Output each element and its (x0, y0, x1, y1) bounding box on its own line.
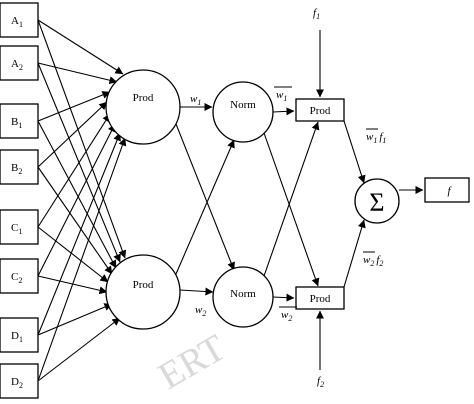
prod-box-label-top: Prod (310, 105, 331, 117)
normalized-weight-w2-text: w2 (281, 309, 292, 323)
edge-prod-bottom-to-norm-top (175, 139, 235, 275)
input-box (0, 363, 39, 399)
prod-circle-bottom (105, 254, 181, 330)
input-box (0, 2, 39, 38)
edge-input-to-prod-top (37, 113, 111, 228)
sum-circle (354, 178, 400, 224)
sum-symbol: Σ (369, 188, 384, 217)
input-node-b2: B2 (0, 149, 39, 185)
input-label: C1 (11, 222, 22, 236)
input-label: A1 (11, 15, 23, 29)
edge-input-to-prod-top (37, 62, 118, 85)
edge-prodbox-bottom-to-sum (343, 219, 366, 288)
consequent-f2-label: f2 (317, 375, 324, 389)
edge-input-to-prod-top (37, 91, 111, 122)
input-box (0, 209, 39, 245)
edge-input-to-prod-top (37, 19, 124, 75)
prod-box-top (295, 98, 345, 122)
edge-input-to-prod-top (37, 123, 116, 277)
output-node: f (424, 177, 470, 203)
input-box (0, 258, 39, 294)
input-label: D1 (11, 330, 23, 344)
input-box (0, 149, 39, 185)
edge-norm-bottom-to-prodbox-top (263, 121, 320, 277)
edge-input-to-prod-bottom (37, 226, 109, 283)
prod-label-top: Prod (133, 92, 154, 104)
input-box (0, 45, 39, 81)
normalized-weight-w1-text: w1 (276, 89, 287, 103)
edge-input-to-prod-top (37, 137, 127, 382)
layer2-bottom-node: Prod (105, 254, 181, 330)
layer3-bottom-node: Norm (212, 266, 274, 328)
prod-circle-top (105, 69, 181, 145)
input-node-c2: C2 (0, 258, 39, 294)
norm-circle-bottom (212, 266, 274, 328)
layer4-top-node: Prod (295, 98, 345, 122)
weight-w1-label: w1 (190, 93, 201, 107)
layer4-bottom-node: Prod (295, 286, 345, 310)
input-label: A2 (11, 58, 23, 72)
edge-prod-bottom-to-norm-bottom (179, 287, 214, 296)
edge-prodbox-top-to-sum (343, 120, 366, 184)
watermark-text: ERT (152, 327, 233, 398)
edge-norm-top-to-prodbox-bottom (263, 132, 320, 287)
input-node-c1: C1 (0, 209, 39, 245)
input-label: B2 (11, 162, 22, 176)
edge-input-to-prod-bottom (37, 19, 127, 259)
consequent-f1-label: f1 (313, 7, 320, 21)
input-box (0, 103, 39, 139)
input-node-a1: A1 (0, 2, 39, 38)
output-label: f (447, 185, 452, 197)
norm-label-top: Norm (230, 99, 256, 111)
prod-box-label-bottom: Prod (310, 293, 331, 305)
edge-input-to-prod-bottom (37, 303, 113, 336)
connections (37, 19, 424, 382)
input-node-b1: B1 (0, 103, 39, 139)
edge-norm-bottom-to-prodbox-bottom (272, 293, 295, 302)
edge-input-to-prod-top (37, 132, 121, 336)
input-node-a2: A2 (0, 45, 39, 81)
edge-prod-top-to-norm-bottom (175, 123, 235, 271)
input-label: C2 (11, 271, 22, 285)
norm-circle-top (212, 81, 274, 143)
normalized-weight-w1-label: w1 (274, 86, 292, 103)
normalized-weight-w2-label: w2 (279, 306, 297, 323)
input-node-d2: D2 (0, 363, 39, 399)
prod-box-bottom (295, 286, 345, 310)
input-label: D2 (11, 376, 23, 390)
sum-node: Σ (354, 178, 400, 224)
edge-input-to-prod-bottom (37, 120, 117, 269)
prod-label-bottom: Prod (133, 279, 154, 291)
edge-norm-top-to-prodbox-top (272, 107, 295, 116)
output-box (424, 177, 470, 203)
layer2-top-node: Prod (105, 69, 181, 145)
edge-input-to-prod-bottom (37, 317, 121, 382)
input-node-d1: D1 (0, 317, 39, 353)
edge-input-to-prod-top (37, 101, 108, 168)
weight-w2-label: w2 (195, 304, 206, 318)
layer3-top-node: Norm (212, 81, 274, 143)
input-box (0, 317, 39, 353)
edge-input-to-prod-bottom (37, 166, 113, 275)
input-label: B1 (11, 116, 22, 130)
norm-label-bottom: Norm (230, 288, 256, 300)
